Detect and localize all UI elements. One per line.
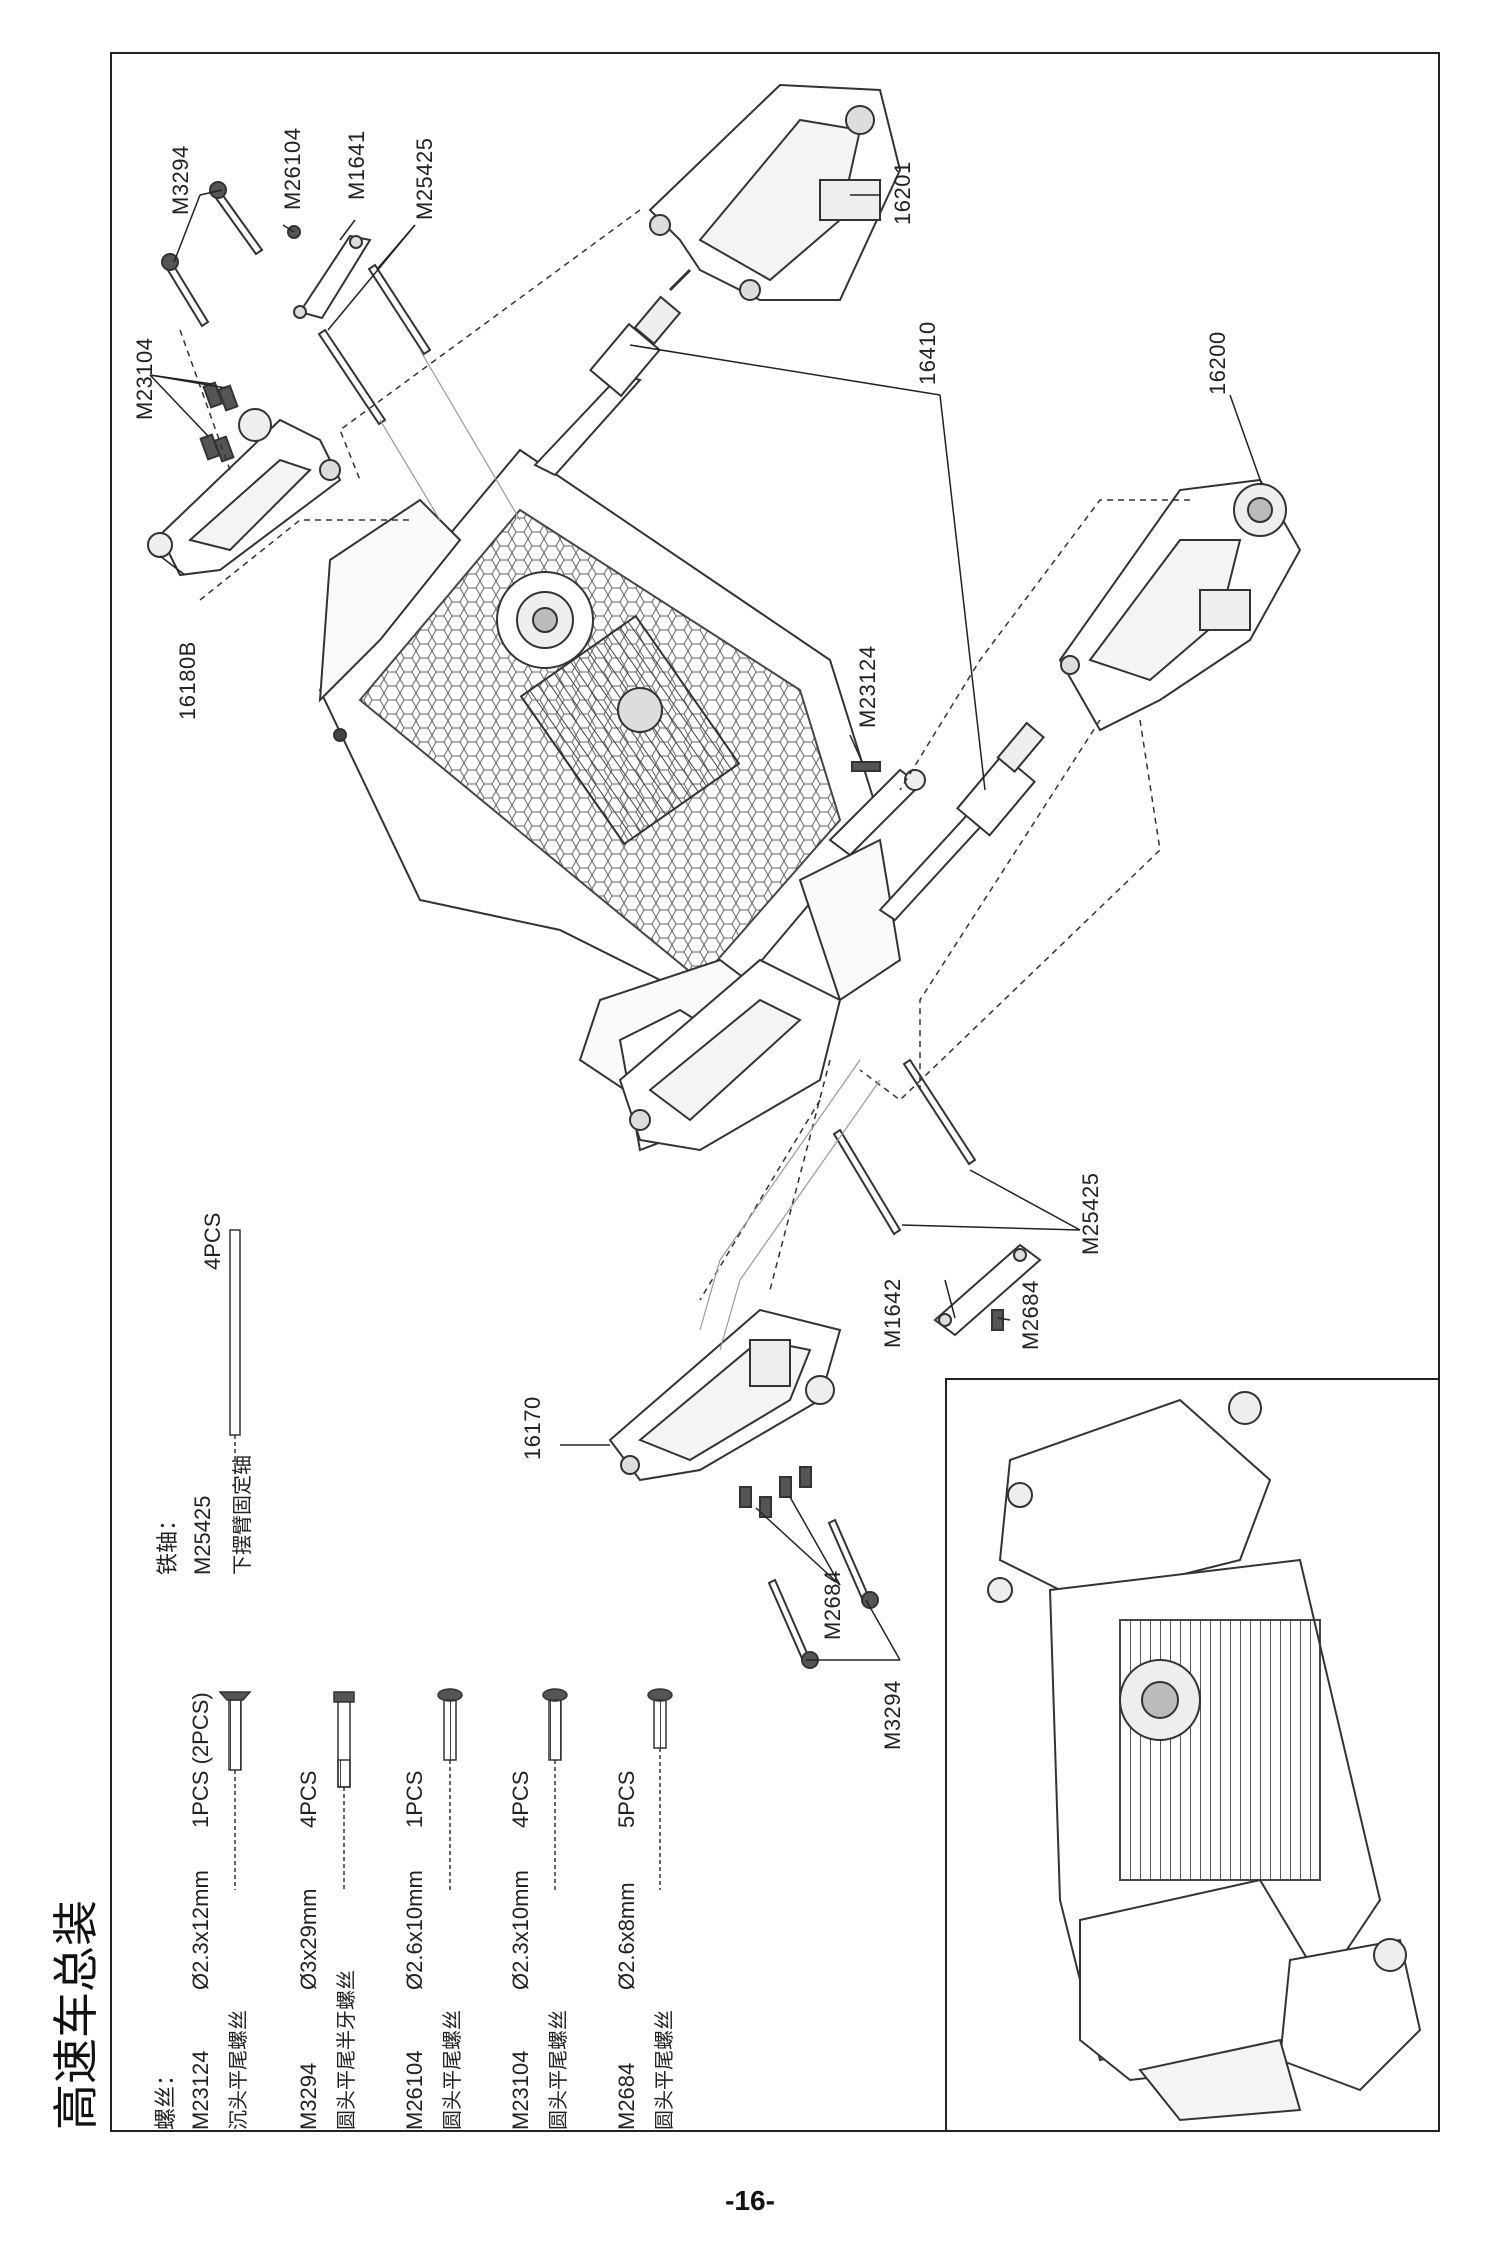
shaft-name-m25425: 下摆臂固定轴 [230, 1455, 254, 1575]
callout-m23104: M23104 [132, 337, 157, 420]
screw-size-m3294: Ø3x29mm [296, 1888, 321, 1990]
m3294-top-screws [161, 181, 264, 328]
screw-qty-m23124: 1PCS (2PCS) [188, 1692, 213, 1828]
m1642-plate [933, 1243, 1042, 1337]
callout-m26104: M26104 [280, 127, 305, 210]
part-16200-illustration [1058, 478, 1302, 732]
screw-size-m23104: Ø2.3x10mm [508, 1870, 533, 1990]
shaft-heading: 铁轴： [155, 1508, 180, 1575]
assembly-guides-light [379, 349, 881, 1351]
page-title: 高速车总装 [49, 1900, 103, 2130]
m25425-bottom-pins [832, 1058, 977, 1236]
part-16180b-illustration [147, 408, 342, 577]
callout-16180b: 16180B [175, 641, 200, 720]
leader-lines [149, 189, 1263, 1661]
legend-icons [218, 1229, 673, 1890]
m1641-plate [287, 225, 372, 320]
front-bulkhead-illustration [618, 958, 842, 1152]
screw-size-m23124: Ø2.3x12mm [188, 1870, 213, 1990]
screw-size-m2684: Ø2.6x8mm [614, 1882, 639, 1990]
part-16410-top-shaft [533, 268, 692, 477]
screw-size-m26104: Ø2.6x10mm [402, 1870, 427, 1990]
part-16410-lower-shaft [878, 721, 1045, 922]
m3294-bottom-screws [767, 1518, 879, 1669]
screw-qty-m3294: 4PCS [296, 1770, 321, 1828]
shaft-qty-m25425: 4PCS [200, 1212, 225, 1270]
screw-name-m3294: 圆头平尾半牙螺丝 [334, 1970, 358, 2130]
screw-qty-m26104: 1PCS [402, 1770, 427, 1828]
m2684-screws [739, 1309, 1004, 1518]
screws-heading: 螺丝： [153, 2063, 178, 2130]
screw-code-m26104: M26104 [402, 2050, 427, 2130]
callout-m1641: M1641 [344, 130, 369, 200]
callout-m23124: M23124 [855, 645, 880, 728]
m23104-screws [199, 381, 239, 463]
callout-16200: 16200 [1205, 331, 1230, 395]
callout-16170: 16170 [520, 1396, 545, 1460]
assembly-guides [179, 209, 1190, 1301]
callout-m3294-top: M3294 [168, 145, 193, 215]
part-16201-illustration [648, 83, 902, 301]
screw-qty-m23104: 4PCS [508, 1770, 533, 1828]
callout-m25425-bottom: M25425 [1078, 1172, 1103, 1255]
screw-code-m23124: M23124 [188, 2050, 213, 2130]
callout-16410: 16410 [915, 321, 940, 385]
screw-name-m23104: 圆头平尾螺丝 [546, 2010, 570, 2130]
screw-name-m26104: 圆头平尾螺丝 [440, 2010, 464, 2130]
screw-qty-m2684: 5PCS [614, 1770, 639, 1828]
main-chassis [318, 448, 902, 1152]
callout-m1642: M1642 [880, 1278, 905, 1348]
inset-assembled-chassis [987, 1391, 1422, 2122]
callout-m3294-bottom: M3294 [880, 1680, 905, 1750]
m25425-top-pins [317, 263, 432, 426]
page-border [110, 52, 1440, 2132]
screw-name-m23124: 沉头平尾螺丝 [226, 2010, 250, 2130]
callout-16201: 16201 [890, 161, 915, 225]
screw-code-m3294: M3294 [296, 2062, 321, 2130]
screw-code-m23104: M23104 [508, 2050, 533, 2130]
part-m23124-screw-illustration [828, 761, 926, 857]
screw-name-m2684: 圆头平尾螺丝 [652, 2010, 676, 2130]
inset-frame [945, 1378, 1440, 2132]
shaft-code-m25425: M25425 [190, 1495, 215, 1575]
callout-m2684-left: M2684 [820, 1570, 845, 1640]
callout-m25425-top: M25425 [412, 137, 437, 220]
callout-m2684-right: M2684 [1018, 1280, 1043, 1350]
page-number: -16- [725, 2185, 775, 2216]
screw-code-m2684: M2684 [614, 2062, 639, 2130]
part-16170-illustration [608, 1308, 842, 1482]
